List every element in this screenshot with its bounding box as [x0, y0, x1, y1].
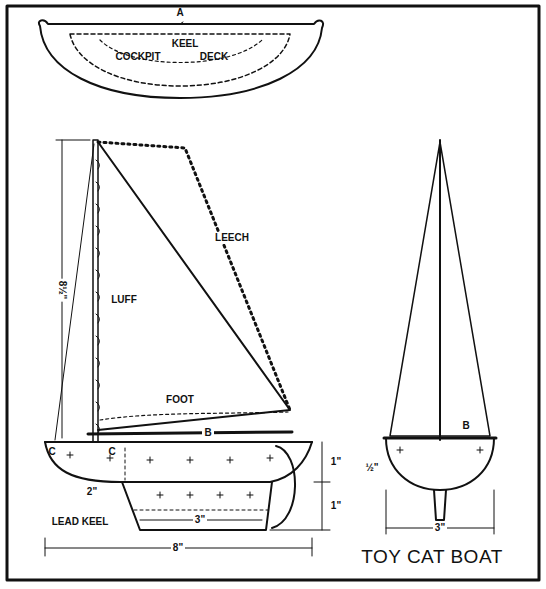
dimension: 3": [433, 522, 447, 534]
view-label: A: [174, 7, 185, 19]
keel-fin: [434, 490, 446, 520]
callout-letter: B: [460, 420, 471, 432]
fastening-mark: [267, 455, 273, 461]
mast: [439, 140, 441, 440]
hull-side: [45, 442, 312, 482]
cockpit-outline: [70, 34, 290, 86]
mast-hoop: [96, 226, 100, 235]
foot-lacing: [100, 412, 288, 420]
mast-hoop: [96, 314, 100, 323]
hull-plan: [39, 20, 323, 98]
forestay: [55, 144, 94, 440]
dimension-line: [322, 442, 323, 530]
extension-line: [386, 490, 387, 534]
dimension: ½": [363, 462, 380, 474]
callout-letter: C: [106, 446, 117, 458]
mast-hoop: [96, 204, 100, 213]
sail: [390, 142, 490, 436]
dimension: 1": [329, 500, 343, 512]
deck-line: [384, 437, 496, 440]
part-name: DECK: [198, 51, 230, 63]
fastening-mark: [67, 452, 73, 458]
part-name: KEEL: [170, 38, 201, 50]
extension-line: [312, 538, 313, 556]
frame: [7, 6, 539, 580]
rudder: [272, 446, 295, 528]
mast-hoop: [96, 402, 100, 411]
fastening-mark: [147, 457, 153, 463]
dimension: 2": [85, 486, 99, 498]
part-name: COCKPIT: [114, 51, 163, 63]
fastening-mark: [187, 492, 193, 498]
fastening-mark: [477, 447, 483, 453]
mast-hoop: [96, 182, 100, 191]
part-name: LUFF: [109, 294, 139, 306]
mast-hoop: [96, 248, 100, 257]
fastening-mark: [157, 492, 163, 498]
mast-hoop: [96, 160, 100, 169]
fastening-mark: [247, 492, 253, 498]
keel-seam: [134, 510, 268, 511]
mast-hoop: [96, 380, 100, 389]
mast-hoop: [96, 424, 100, 433]
extension-line: [56, 140, 90, 141]
title: TOY CAT BOAT: [361, 547, 503, 566]
part-name: LEAD KEEL: [50, 516, 111, 528]
fastening-mark: [187, 457, 193, 463]
sail: [98, 142, 290, 430]
extension-line: [45, 538, 46, 556]
fastening-mark: [397, 447, 403, 453]
dimension: 1": [329, 456, 343, 468]
dimension: 8": [171, 542, 185, 554]
part-name: FOOT: [164, 394, 196, 406]
leader: [180, 22, 183, 24]
extension-line: [494, 490, 495, 534]
part-name: LEECH: [213, 232, 251, 244]
boom: [88, 432, 292, 434]
dimension: 8½": [56, 279, 68, 302]
callout-letter: B: [202, 427, 213, 439]
deck-line: [45, 441, 312, 443]
mast-hoop: [96, 270, 100, 279]
hull-section: [386, 438, 494, 490]
fastening-mark: [217, 492, 223, 498]
extension-line: [270, 530, 330, 531]
mast-hoop: [96, 336, 100, 345]
gaff-sail-alternative: [98, 142, 290, 410]
extension-line: [314, 482, 330, 483]
callout-letter: C: [46, 446, 57, 458]
mast: [93, 140, 98, 442]
dimension: 3": [193, 514, 207, 526]
fastening-mark: [227, 457, 233, 463]
mast-step: [125, 448, 126, 480]
mast-hoop: [96, 358, 100, 367]
mast-hoop: [96, 292, 100, 301]
lead-keel: [122, 482, 272, 530]
